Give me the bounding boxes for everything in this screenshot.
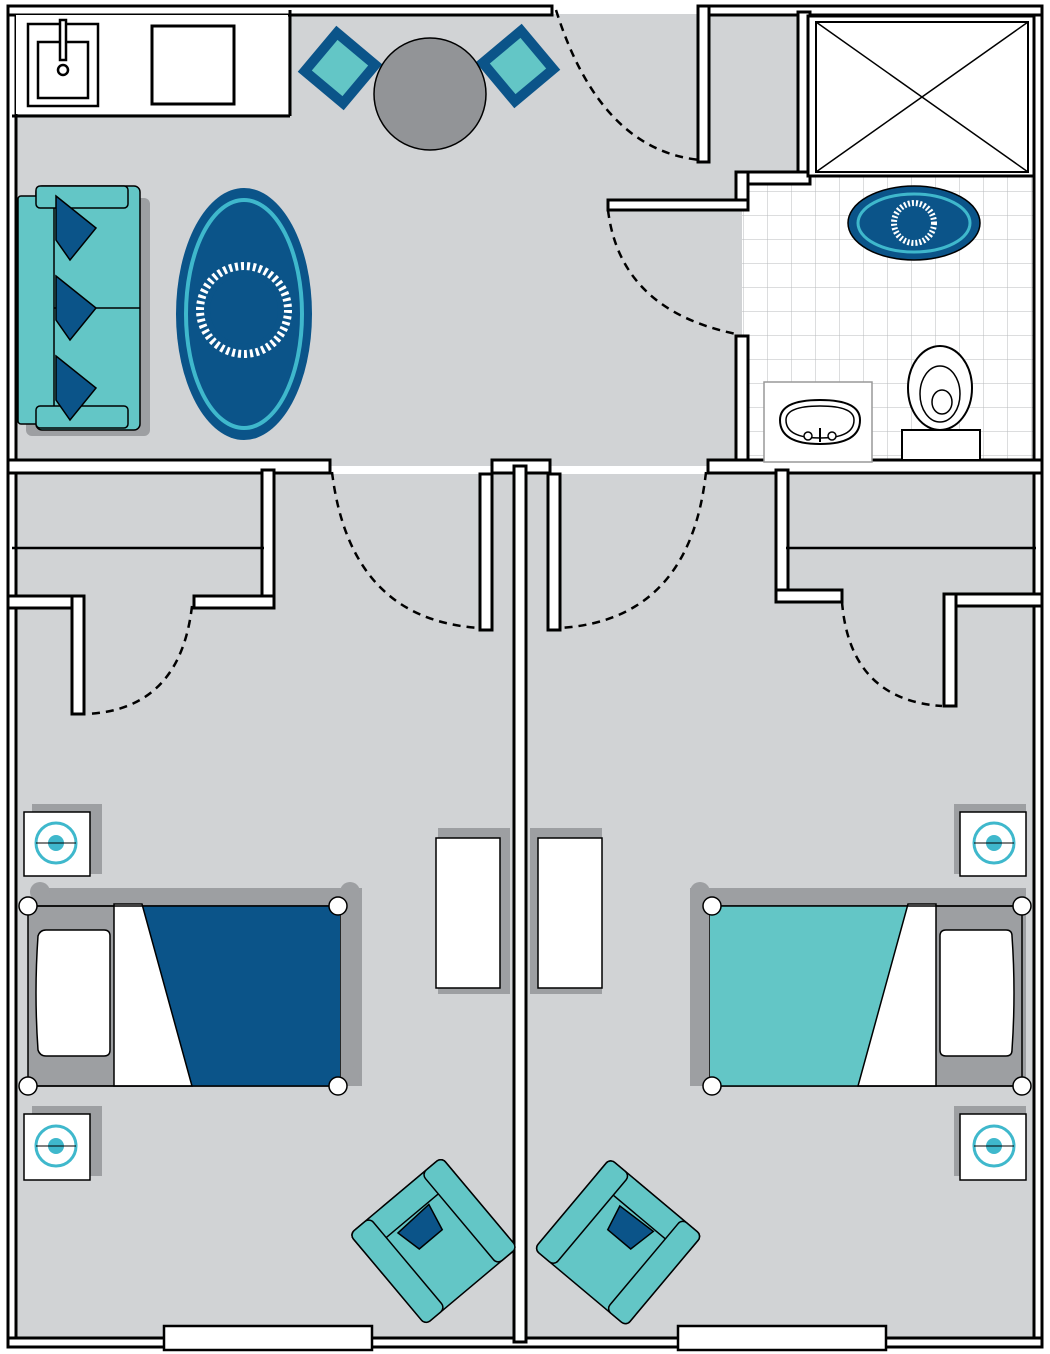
pillow-icon xyxy=(55,274,98,342)
wall-closet-right-bottom-b xyxy=(942,592,1044,608)
dining-chair-left xyxy=(297,25,383,111)
faucet-icon xyxy=(803,431,813,441)
sink-drain xyxy=(56,63,70,77)
door-swing-entry xyxy=(554,9,701,162)
wall-left-door-jamb xyxy=(478,472,494,632)
bed-blanket xyxy=(142,906,340,1086)
pillow-icon xyxy=(55,354,98,422)
wall-exterior-top-left xyxy=(6,4,554,17)
nightstand xyxy=(954,1106,1027,1181)
wall-closet-left-bottom-b xyxy=(192,594,276,610)
sofa xyxy=(17,185,150,436)
refrigerator xyxy=(150,24,236,106)
pillow-icon xyxy=(606,1204,655,1250)
armchair xyxy=(535,1160,701,1325)
bed-blanket xyxy=(710,906,908,1086)
pillow-icon xyxy=(55,194,98,262)
bed xyxy=(18,882,362,1096)
wall-right-door-jamb xyxy=(546,472,562,632)
nightstand xyxy=(954,804,1027,877)
faucet-icon xyxy=(827,431,837,441)
door-swing-bathroom xyxy=(606,209,737,336)
vanity-sink xyxy=(763,381,873,463)
wall-entry-jamb xyxy=(696,4,711,164)
bedroom-right-entry-floor xyxy=(526,474,782,604)
bed-pillow xyxy=(939,929,1015,1057)
shower xyxy=(806,14,1036,178)
wall-exterior-right xyxy=(1032,8,1044,1348)
dresser xyxy=(435,828,510,994)
wall-closet-left-jamb xyxy=(70,594,86,716)
armchair xyxy=(351,1158,516,1324)
wall-exterior-top-right xyxy=(706,4,1044,17)
pillow-icon xyxy=(396,1203,444,1250)
dining-chair-right xyxy=(475,23,561,109)
sofa-arm-bottom xyxy=(35,405,129,429)
faucet-icon xyxy=(58,18,68,62)
wall-closet-right-bottom-a xyxy=(774,588,844,604)
wall-closet-right-side xyxy=(774,468,790,602)
nightstand xyxy=(23,804,102,877)
sofa-back xyxy=(17,195,55,425)
dining-table xyxy=(373,37,487,151)
window xyxy=(676,1324,888,1352)
dresser xyxy=(530,828,603,994)
sofa-arm-top xyxy=(35,185,129,209)
bedroom-left-entry-floor xyxy=(266,474,518,604)
oval-rug xyxy=(176,188,312,440)
wall-bathroom-bottom xyxy=(706,458,1044,475)
toilet xyxy=(901,345,981,461)
wall-center-partition xyxy=(512,464,528,1344)
door-swing-closet-left xyxy=(85,605,194,716)
wall-bathroom-stub xyxy=(606,198,750,212)
window xyxy=(162,1324,374,1352)
wall-exterior-left xyxy=(6,4,18,1348)
closet-left-floor xyxy=(14,474,266,600)
wall-closet-left-side xyxy=(260,468,276,610)
sink xyxy=(26,18,100,108)
door-swing-bedroom-right xyxy=(559,471,708,630)
closet-right-floor xyxy=(782,474,1036,600)
floors xyxy=(14,14,1036,1340)
door-swings xyxy=(85,9,943,716)
bath-rug xyxy=(847,185,981,261)
wall-closet-right-jamb xyxy=(942,592,958,708)
wall-living-bottom-left xyxy=(6,458,332,475)
nightstand xyxy=(23,1106,102,1181)
door-swing-bedroom-left xyxy=(330,471,481,630)
wall-bathroom-left-lower xyxy=(734,334,750,470)
bed xyxy=(690,882,1032,1096)
bed-pillow xyxy=(35,929,111,1057)
